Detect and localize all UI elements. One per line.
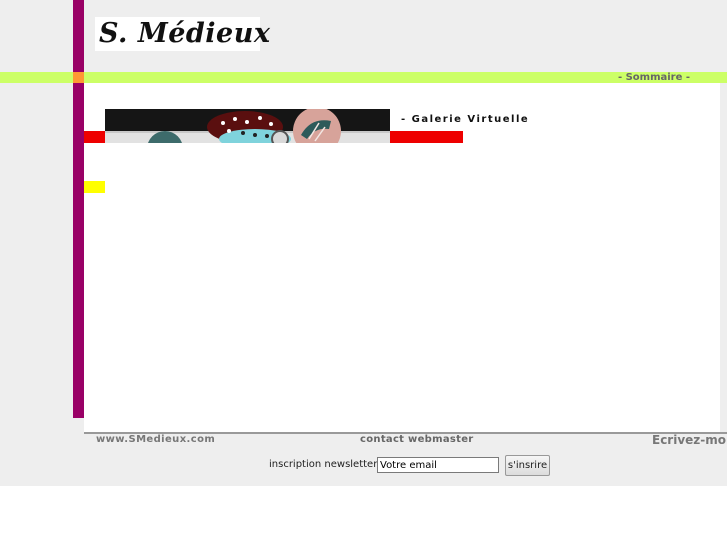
- site-logo[interactable]: S. Médieux: [95, 17, 270, 51]
- gallery-link[interactable]: - Galerie Virtuelle: [401, 114, 530, 125]
- gallery-banner-image[interactable]: [105, 109, 390, 143]
- yellow-accent: [84, 181, 105, 193]
- newsletter-email-input[interactable]: [377, 457, 499, 473]
- left-accent-bar: [73, 0, 84, 418]
- footer-write-link[interactable]: Ecrivez-moi: [652, 433, 727, 447]
- newsletter-subscribe-button[interactable]: s'insrire: [505, 455, 550, 476]
- red-accent-left: [84, 131, 105, 143]
- footer-divider: [84, 432, 727, 434]
- top-accent-bar: [0, 72, 727, 83]
- footer-contact-link[interactable]: contact webmaster: [360, 434, 474, 445]
- sommaire-link[interactable]: - Sommaire -: [617, 72, 691, 83]
- banner-artwork: [105, 109, 390, 143]
- corner-square: [73, 72, 84, 83]
- newsletter-label: inscription newsletter :: [269, 459, 384, 470]
- footer-site-link[interactable]: www.SMedieux.com: [96, 434, 216, 445]
- red-accent-right: [390, 131, 463, 143]
